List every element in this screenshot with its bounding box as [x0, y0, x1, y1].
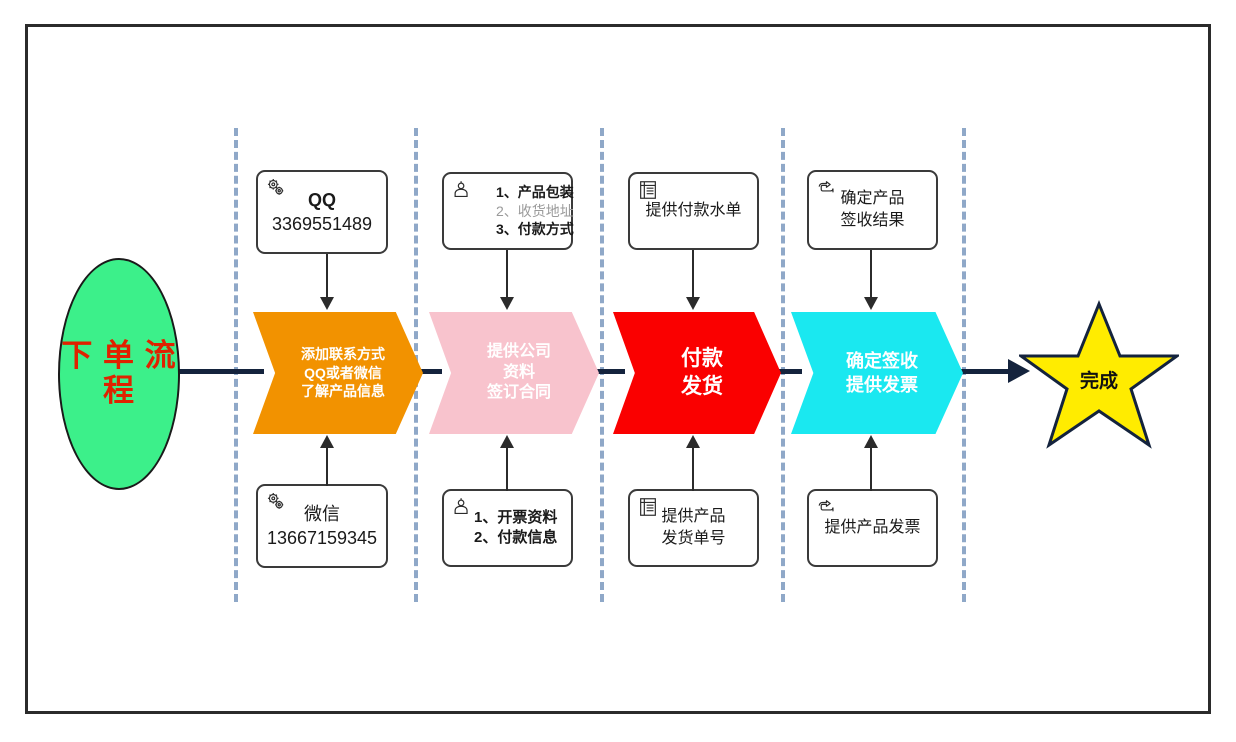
connector-track-arrowhead: [686, 435, 700, 448]
stage-chevron-contract[interactable]: 提供公司 资料 签订合同: [429, 312, 599, 434]
stage-chevron-payment[interactable]: 付款 发货: [613, 312, 781, 434]
note-qq-line-1: QQ: [307, 189, 336, 210]
spine-segment-1: [410, 369, 442, 374]
lane-separator-4: [781, 128, 785, 602]
connector-wechat-arrowhead: [320, 435, 334, 448]
connector-qq-arrowhead: [320, 297, 334, 310]
connector-track-to-payment: [692, 446, 694, 491]
stage-label-contact: 添加联系方式 QQ或者微信 了解产品信息: [301, 346, 385, 400]
star-icon: [1016, 299, 1182, 449]
connector-invdata-to-contract: [506, 446, 508, 491]
connector-invdata-arrowhead: [500, 435, 514, 448]
stage-label-receipt: 确定签收 提供发票: [846, 350, 918, 395]
note-shipping-number[interactable]: 提供产品 发货单号: [628, 489, 759, 567]
pointing-hand-icon: [818, 181, 834, 193]
start-node-label: 下 单 流 程: [61, 338, 177, 408]
note-wechat-line-1: 微信: [304, 503, 340, 524]
note-confirm-signoff-line-1: 确定产品: [840, 190, 905, 208]
connector-sign-arrowhead: [864, 297, 878, 310]
stage-label-contract: 提供公司 资料 签订合同: [486, 342, 551, 402]
pointing-hand-icon: [818, 500, 834, 512]
note-shipping-number-line-2: 发货单号: [661, 530, 726, 547]
spine-segment-start: [172, 369, 264, 374]
connector-sign-to-receipt: [870, 250, 872, 299]
connector-wechat-to-contact: [326, 446, 328, 486]
note-product-package[interactable]: 1、产品包装 2、收货地址 3、付款方式: [442, 172, 574, 250]
note-payment-slip-line-1: 提供付款水单: [645, 202, 742, 220]
person-icon: [454, 498, 468, 515]
connector-pay-to-payment: [692, 250, 694, 299]
note-qq-line-2: 3369551489: [271, 214, 373, 234]
note-invoice-data-line-1: 1、开票资料: [474, 508, 558, 526]
note-confirm-signoff-line-2: 签收结果: [840, 212, 905, 229]
lane-separator-5: [962, 128, 966, 602]
spine-arrowhead: [1008, 359, 1030, 383]
connector-pack-arrowhead: [500, 297, 514, 310]
note-confirm-signoff[interactable]: 确定产品 签收结果: [807, 170, 938, 250]
connector-invoice-arrowhead: [864, 435, 878, 448]
note-wechat[interactable]: 微信 13667159345: [256, 484, 388, 568]
note-invoice-data-line-2: 2、付款信息: [474, 529, 558, 546]
note-payment-slip[interactable]: 提供付款水单: [628, 172, 759, 250]
gears-icon: [267, 179, 284, 195]
spine-segment-2: [588, 369, 625, 374]
stage-chevron-receipt[interactable]: 确定签收 提供发票: [791, 312, 963, 434]
lane-separator-3: [600, 128, 604, 602]
note-product-package-line-2: 2、收货地址: [496, 202, 574, 219]
start-node[interactable]: 下 单 流 程: [58, 258, 180, 490]
spine-segment-end: [950, 369, 1012, 374]
person-icon: [454, 181, 468, 198]
stage-label-payment: 付款 发货: [681, 346, 723, 398]
document-list-icon: [640, 181, 656, 199]
note-provide-invoice[interactable]: 提供产品发票: [807, 489, 938, 567]
note-product-package-line-1: 1、产品包装: [496, 183, 574, 200]
note-wechat-line-2: 13667159345: [266, 528, 378, 548]
connector-qq-to-contact: [326, 254, 328, 299]
connector-invoice-to-receipt: [870, 446, 872, 491]
note-provide-invoice-line-1: 提供产品发票: [824, 519, 921, 537]
note-invoice-data[interactable]: 1、开票资料 2、付款信息: [442, 489, 573, 567]
note-qq[interactable]: QQ 3369551489: [256, 170, 388, 254]
lane-separator-1: [234, 128, 238, 602]
connector-pack-to-contract: [506, 250, 508, 299]
stage-chevron-contact[interactable]: 添加联系方式 QQ或者微信 了解产品信息: [253, 312, 423, 434]
note-shipping-number-line-1: 提供产品: [661, 508, 726, 526]
document-list-icon: [640, 498, 656, 516]
gears-icon: [267, 493, 284, 509]
spine-segment-3: [770, 369, 802, 374]
finish-node[interactable]: 完成: [1016, 298, 1182, 453]
connector-pay-arrowhead: [686, 297, 700, 310]
note-product-package-line-3: 3、付款方式: [496, 221, 574, 238]
